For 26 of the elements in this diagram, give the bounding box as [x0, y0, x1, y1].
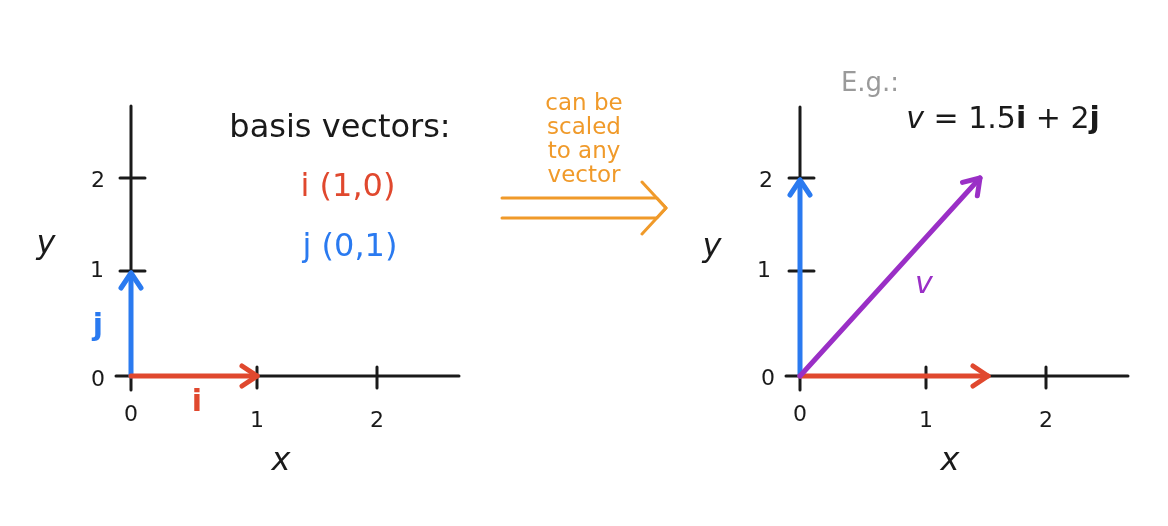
heading: basis vectors:: [229, 109, 451, 145]
edge-label: can be scaled to any vector: [544, 90, 624, 187]
double-arrow: [500, 180, 668, 236]
tick-label: 1: [90, 257, 104, 283]
tick-label: 2: [1039, 407, 1053, 433]
vector-coordinates: j (0,1): [302, 228, 398, 264]
tick-label: 2: [759, 167, 773, 193]
axis-label: y: [702, 228, 722, 264]
vector-label: v: [915, 265, 933, 299]
tick-label: 2: [91, 167, 105, 193]
tick-label: 0: [124, 401, 138, 427]
axis-label: y: [36, 225, 56, 261]
vector-coordinates: i (1,0): [300, 168, 396, 204]
tick-label: 0: [793, 401, 807, 427]
tick-label: 1: [757, 257, 771, 283]
vector-label: i: [191, 383, 203, 417]
axis-label: x: [271, 442, 291, 478]
equation: v = 1.5i + 2j: [906, 100, 1100, 134]
tick-label: 0: [91, 366, 105, 392]
vector-label: j: [92, 307, 104, 341]
note-label: E.g.:: [840, 67, 900, 97]
tick-label: 1: [919, 407, 933, 433]
tick-label: 2: [370, 407, 384, 433]
axis-label: x: [940, 442, 960, 478]
tick-label: 1: [250, 407, 264, 433]
tick-label: 0: [761, 365, 775, 391]
